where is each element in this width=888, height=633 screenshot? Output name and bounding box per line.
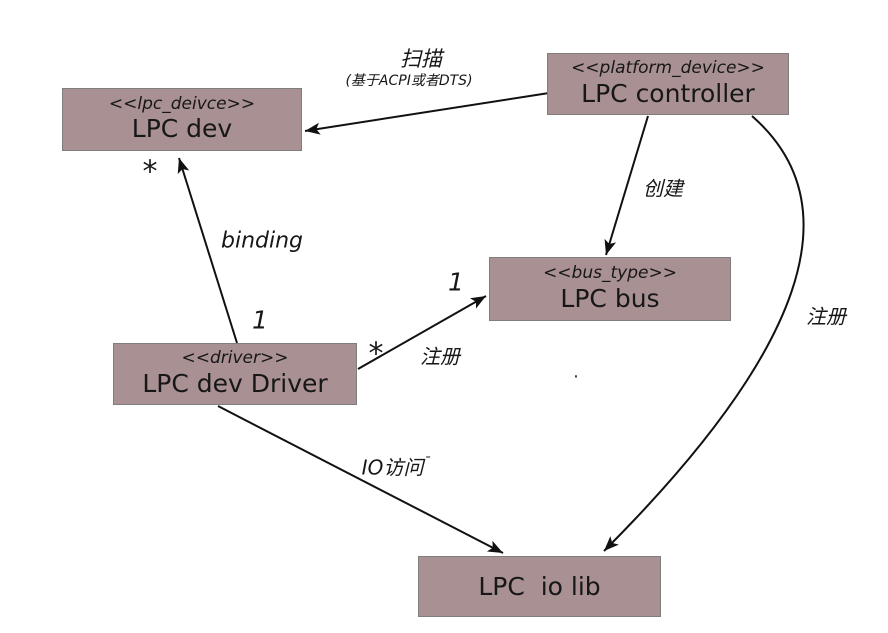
node-lpc-controller: <<platform_device>> LPC controller (547, 53, 789, 115)
node-lpc-controller-stereotype: <<platform_device>> (571, 58, 765, 79)
multiplicity-driver-star: * (368, 336, 384, 372)
node-lpc-dev: <<lpc_deivce>> LPC dev (62, 88, 302, 151)
node-lpc-bus-name: LPC bus (560, 283, 660, 313)
node-lpc-dev-driver-name: LPC dev Driver (142, 368, 328, 398)
edge-register-lib-label: 注册 (806, 304, 846, 329)
node-lpc-io-lib: LPC io lib (418, 556, 661, 617)
node-lpc-dev-driver-stereotype: <<driver>> (181, 348, 289, 369)
multiplicity-driver-one: 1 (252, 305, 268, 335)
node-lpc-dev-name: LPC dev (131, 114, 233, 144)
edge-register-bus-line (357, 295, 487, 370)
stray-dot: · (573, 366, 579, 388)
edge-register-bus-label: 注册 (420, 344, 460, 369)
edge-create-label: 创建 (643, 176, 683, 201)
edge-io-access-line (217, 405, 504, 554)
node-lpc-io-lib-name: LPC io lib (478, 571, 601, 601)
edge-scan-label: 扫描 (400, 47, 442, 71)
edge-scan-sublabel: (基于ACPI或者DTS) (345, 73, 473, 89)
node-lpc-bus: <<bus_type>> LPC bus (489, 257, 731, 321)
edge-create-line (604, 115, 649, 256)
node-lpc-controller-name: LPC controller (581, 78, 755, 108)
edge-binding-line (177, 157, 238, 344)
node-lpc-bus-stereotype: <<bus_type>> (543, 263, 677, 284)
edge-io-access-mark: ¯ (423, 454, 431, 471)
node-lpc-dev-driver: <<driver>> LPC dev Driver (113, 343, 357, 405)
multiplicity-lpc-dev-star: * (142, 154, 158, 190)
edge-io-access-text: IO访问 (361, 455, 424, 480)
multiplicity-bus-one: 1 (448, 267, 464, 297)
edge-register-lib-curve (603, 115, 805, 552)
edge-binding-label: binding (220, 228, 304, 254)
node-lpc-dev-stereotype: <<lpc_deivce>> (108, 93, 256, 114)
edge-io-access-label: IO访问¯ (362, 452, 431, 481)
edge-scan-line (304, 92, 550, 135)
